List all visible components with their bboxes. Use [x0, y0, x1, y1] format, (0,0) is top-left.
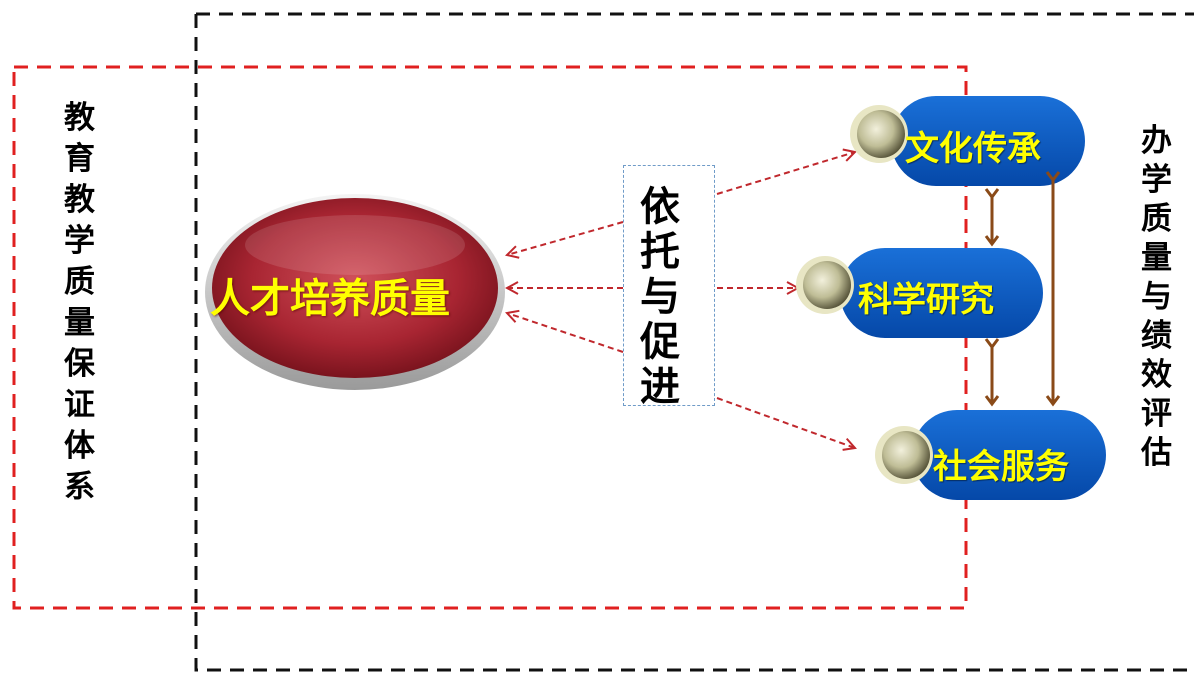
right-label-char: 与 — [1141, 279, 1172, 315]
center-label-char: 依 — [640, 184, 680, 230]
right-vertical-label: 办 学 质 量 与 绩 效 评 估 — [1141, 126, 1172, 469]
left-label-char: 系 — [64, 469, 95, 505]
ball-icon — [875, 426, 933, 484]
right-label-char: 量 — [1141, 240, 1172, 276]
pill-label-research: 科学研究 — [858, 280, 994, 320]
right-label-char: 评 — [1141, 396, 1172, 432]
left-label-char: 教 — [64, 100, 95, 136]
left-label-char: 保 — [64, 346, 95, 382]
arrow-to-culture — [716, 152, 855, 195]
right-label-char: 学 — [1141, 162, 1172, 198]
center-label-char: 托 — [640, 229, 680, 275]
left-label-char: 育 — [64, 141, 95, 177]
core-label: 人才培养质量 — [210, 276, 450, 322]
inner-red-frame — [12, 65, 968, 610]
outer-black-frame — [194, 12, 1194, 672]
center-label-char: 促 — [640, 319, 680, 365]
core-ellipse — [205, 194, 505, 390]
ball-icon — [850, 105, 908, 163]
left-label-char: 量 — [64, 305, 95, 341]
right-label-char: 绩 — [1141, 318, 1172, 354]
left-vertical-label: 教 育 教 学 质 量 保 证 体 系 — [64, 103, 95, 503]
right-label-char: 效 — [1141, 357, 1172, 393]
left-label-char: 体 — [64, 428, 95, 464]
left-label-char: 学 — [64, 223, 95, 259]
right-label-char: 估 — [1141, 435, 1172, 471]
pill-service — [912, 410, 1106, 500]
pill-label-culture: 文化传承 — [905, 129, 1041, 169]
arrow-to-service — [716, 397, 855, 448]
arrow-to-core-top — [507, 221, 624, 255]
pill-label-service: 社会服务 — [933, 447, 1069, 487]
left-label-char: 质 — [64, 264, 95, 300]
left-label-char: 证 — [64, 387, 95, 423]
pill-culture — [891, 96, 1085, 186]
right-label-char: 质 — [1141, 201, 1172, 237]
right-label-char: 办 — [1141, 123, 1172, 159]
center-label-char: 与 — [640, 274, 680, 320]
pill-research — [840, 248, 1043, 338]
center-vertical-label: 依 托 与 促 进 — [640, 187, 680, 407]
arrow-to-core-bottom — [507, 313, 624, 353]
center-label-char: 进 — [640, 364, 680, 410]
ball-icon — [796, 256, 854, 314]
left-label-char: 教 — [64, 182, 95, 218]
center-dashed-box — [623, 165, 715, 406]
